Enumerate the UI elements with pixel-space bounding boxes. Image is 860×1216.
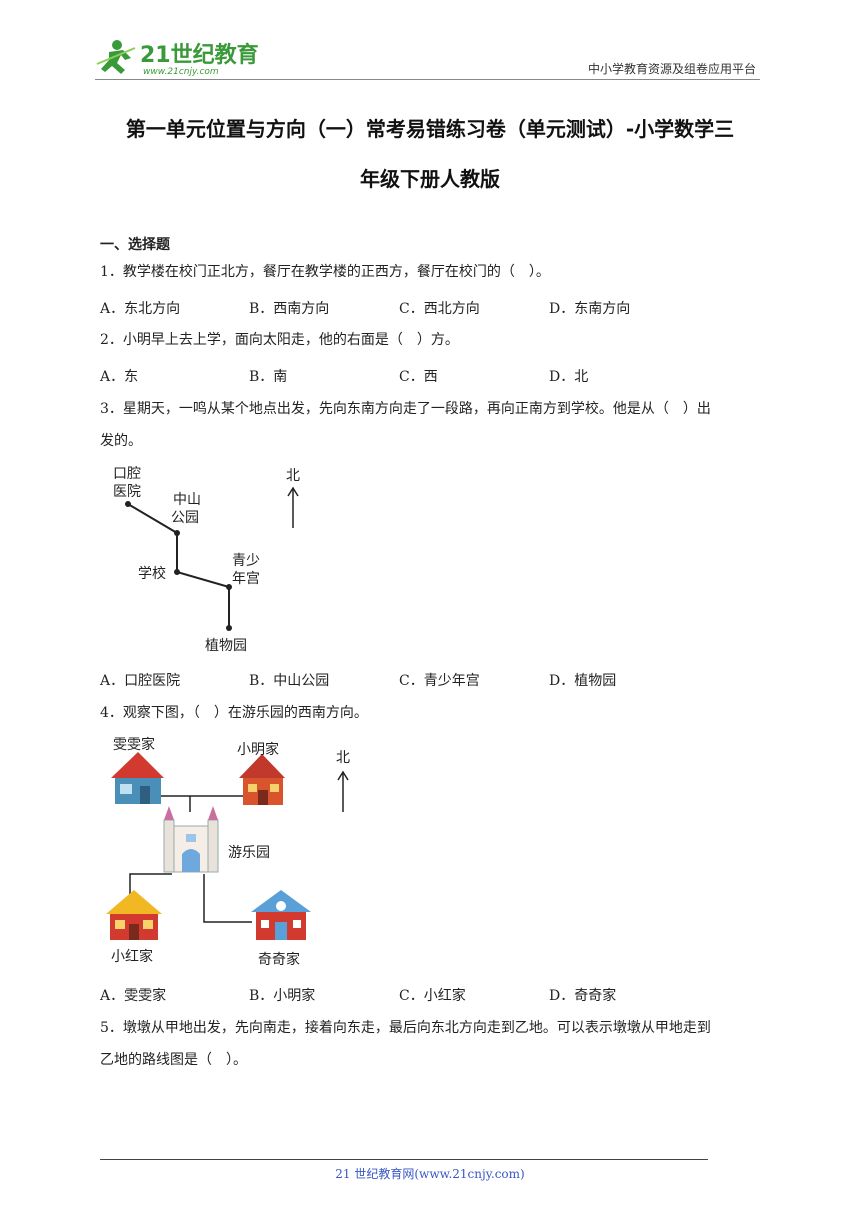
q3-option-a[interactable]: A．口腔医院 (100, 673, 181, 689)
label-xiaoming: 小明家 (237, 741, 279, 758)
q4-option-b[interactable]: B．小明家 (249, 988, 316, 1004)
question-5: 5．墩墩从甲地出发，先向南走，接着向东走，最后向东北方向走到乙地。可以表示墩墩从… (100, 1012, 765, 1076)
question-5-line-1: 5．墩墩从甲地出发，先向南走，接着向东走，最后向东北方向走到乙地。可以表示墩墩从… (100, 1020, 711, 1036)
xiaohong-house-icon (106, 890, 162, 940)
q2-option-d[interactable]: D．北 (549, 369, 589, 385)
q1-option-c[interactable]: C．西北方向 (399, 301, 480, 317)
q1-option-a[interactable]: A．东北方向 (100, 301, 181, 317)
xiaoming-house-icon (239, 754, 285, 805)
logo-text: 21世纪教育 (140, 42, 259, 68)
question-4: 4．观察下图，（ ）在游乐园的西南方向。 (100, 705, 368, 721)
q3-option-c[interactable]: C．青少年宫 (399, 673, 480, 689)
q1-option-b[interactable]: B．西南方向 (249, 301, 330, 317)
page-title: 第一单元位置与方向（一）常考易错练习卷（单元测试）-小学数学三 年级下册人教版 (90, 104, 770, 204)
logo-url: www.21cnjy.com (143, 67, 219, 77)
label-xiaohong: 小红家 (111, 948, 153, 965)
north-label: 北 (286, 468, 300, 484)
q4-option-d[interactable]: D．奇奇家 (549, 988, 617, 1004)
qiqi-house-icon (251, 890, 311, 940)
label-qingshao-2: 年宫 (232, 571, 260, 587)
wenwen-house-icon (111, 752, 164, 804)
header-divider (95, 79, 760, 80)
label-zhongshan-1: 中山 (173, 492, 201, 508)
label-school: 学校 (138, 565, 166, 582)
q4-option-c[interactable]: C．小红家 (399, 988, 466, 1004)
question-3-line-1: 3．星期天，一鸣从某个地点出发，先向东南方向走了一段路，再向正南方到学校。他是从… (100, 401, 711, 417)
q2-option-a[interactable]: A．东 (100, 369, 139, 385)
section-heading: 一、选择题 (100, 237, 170, 253)
question-5-line-2: 乙地的路线图是（ ）。 (100, 1052, 247, 1068)
title-line-2: 年级下册人教版 (360, 167, 500, 191)
question-1: 1．教学楼在校门正北方，餐厅在教学楼的正西方，餐厅在校门的（ ）。 (100, 264, 550, 280)
question-2: 2．小明早上去上学，面向太阳走，他的右面是（ ）方。 (100, 332, 459, 348)
label-park: 游乐园 (228, 845, 270, 861)
site-logo: 21世纪教育 www.21cnjy.com (95, 36, 265, 80)
castle-icon (163, 806, 219, 873)
q1-option-d[interactable]: D．东南方向 (549, 301, 631, 317)
platform-name: 中小学教育资源及组卷应用平台 (587, 62, 756, 76)
q4-option-a[interactable]: A．雯雯家 (100, 988, 167, 1004)
question-3: 3．星期天，一鸣从某个地点出发，先向东南方向走了一段路，再向正南方到学校。他是从… (100, 393, 765, 457)
label-qingshao-1: 青少 (232, 553, 260, 569)
q3-option-d[interactable]: D．植物园 (549, 673, 617, 689)
q3-option-b[interactable]: B．中山公园 (249, 673, 330, 689)
route-map-figure: 口腔 医院 中山 公园 学校 青少 年宫 植物园 北 (113, 466, 300, 654)
label-zhongshan-2: 公园 (171, 510, 199, 526)
footer-link[interactable]: 21 世纪教育网(www.21cnjy.com) (335, 1167, 525, 1181)
label-zhiwu: 植物园 (205, 638, 247, 654)
north-arrow-icon (337, 770, 349, 812)
houses-map-figure: 雯雯家 小明家 游乐园 小红家 奇奇家 北 (106, 736, 350, 968)
question-3-line-2: 发的。 (100, 433, 142, 449)
label-kouqiang-2: 医院 (113, 484, 141, 500)
footer-divider (100, 1159, 708, 1160)
north-label-4: 北 (336, 750, 350, 766)
label-kouqiang-1: 口腔 (113, 466, 141, 482)
label-qiqi: 奇奇家 (258, 951, 300, 968)
label-wenwen: 雯雯家 (113, 736, 155, 753)
north-arrow-icon (287, 486, 299, 528)
q2-option-b[interactable]: B．南 (249, 369, 288, 385)
runner-icon (96, 40, 136, 74)
q2-option-c[interactable]: C．西 (399, 369, 438, 385)
title-line-1: 第一单元位置与方向（一）常考易错练习卷（单元测试）-小学数学三 (125, 117, 735, 141)
